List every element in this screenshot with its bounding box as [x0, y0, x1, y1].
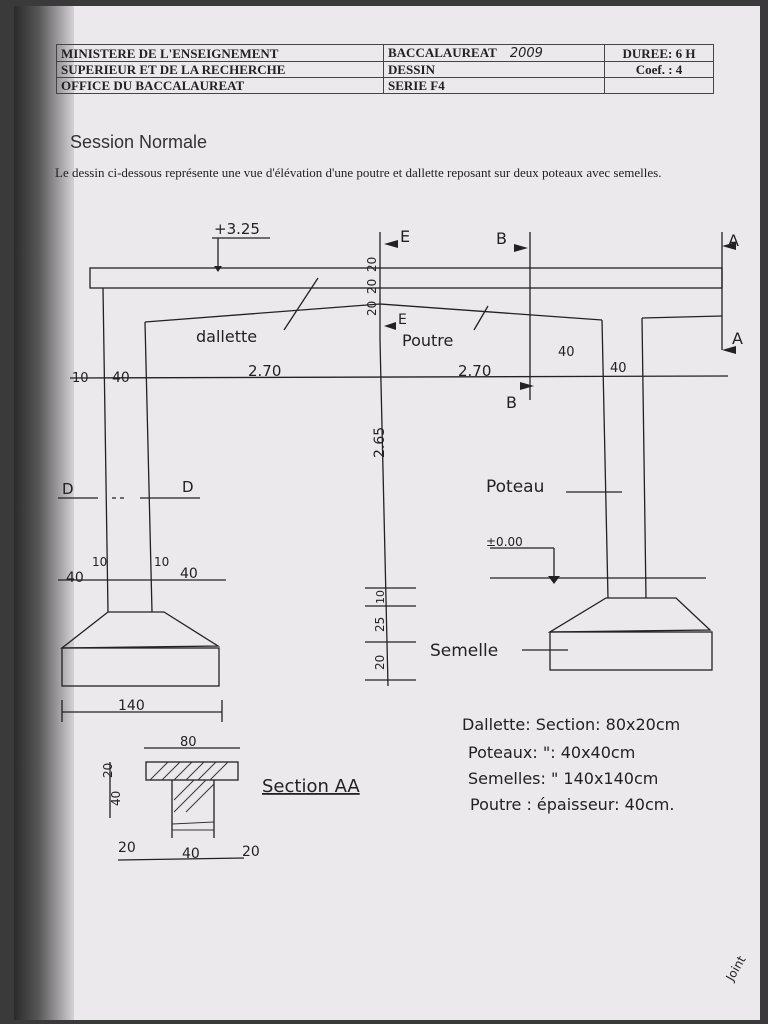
dim-line-section-width: [117, 857, 245, 861]
spec-poteaux: Poteaux: ": 40x40cm: [468, 743, 635, 762]
cut-e-top: E: [400, 227, 410, 246]
dim-20-right: 20: [242, 844, 260, 860]
dim-line-span: [69, 375, 729, 379]
ministry-line-1: MINISTERE DE L'ENSEIGNEMENT: [56, 44, 384, 62]
dim-span-left: 2.70: [248, 362, 281, 380]
dim-20-left: 20: [118, 840, 136, 856]
duration: DUREE: 6 H: [604, 44, 714, 62]
cut-b-top: B: [496, 229, 507, 248]
slab-outline: [89, 267, 723, 289]
left-column-edge: [144, 321, 153, 613]
exam-name: BACCALAUREAT: [388, 45, 497, 60]
dim-40-a: 40: [66, 570, 84, 586]
dim-left-10: 10: [72, 371, 89, 386]
session-title: Session Normale: [70, 132, 208, 152]
right-column-edge: [641, 317, 647, 599]
level-top-label: +3.25: [214, 220, 260, 238]
section-aa-slab: [145, 761, 239, 781]
left-footing-top: [60, 611, 221, 649]
signature: Joint: [723, 953, 749, 984]
leader-poutre: [473, 305, 489, 331]
header-table: MINISTERE DE L'ENSEIGNEMENT BACCALAUREAT…: [56, 44, 714, 94]
dim-span-right: 2.70: [458, 362, 491, 380]
right-beam-edge: [641, 315, 723, 319]
dim-80: 80: [180, 735, 197, 750]
coefficient: Coef. : 4: [604, 61, 714, 78]
dim-section-40: 40: [109, 791, 123, 806]
dim-slab-20-c: 20: [365, 301, 379, 316]
dim-40-b: 40: [180, 566, 198, 582]
office: OFFICE DU BACCALAUREAT: [56, 77, 384, 94]
poteau-label: Poteau: [486, 477, 544, 497]
left-footing-base: [61, 647, 220, 687]
left-column-edge: [102, 287, 109, 613]
dim-25-center: 25: [373, 617, 387, 632]
right-footing-base: [549, 631, 713, 671]
center-axis: [379, 339, 389, 687]
section-aa-web: [171, 780, 215, 838]
dim-right-40: 40: [610, 361, 627, 376]
dim-right-40-top: 40: [558, 345, 575, 360]
dim-10-b: 10: [154, 555, 169, 569]
dim-10-center: 10: [374, 590, 387, 604]
dim-40-web: 40: [182, 846, 200, 862]
section-aa-hatch: [149, 761, 229, 831]
cut-e-bottom: E: [398, 312, 407, 328]
dim-20-center: 20: [373, 655, 387, 670]
empty-cell: [604, 77, 714, 94]
dim-left-40: 40: [112, 370, 130, 386]
cut-d-left: D: [62, 480, 74, 498]
spec-dallette: Dallette: Section: 80x20cm: [462, 715, 680, 734]
exam-year: 2009: [509, 46, 543, 61]
intro-text: Le dessin ci-dessous représente une vue …: [55, 165, 662, 180]
cut-d-right: D: [182, 478, 194, 496]
section-aa-title: Section AA: [262, 776, 360, 797]
semelle-label: Semelle: [430, 641, 498, 661]
leader-dallette: [283, 277, 319, 331]
dim-slab-20-b: 20: [365, 279, 379, 294]
right-column-edge: [601, 319, 609, 599]
paper-sheet: [14, 6, 760, 1020]
dim-slab-20-a: 20: [365, 257, 379, 272]
cut-b-bottom: B: [506, 393, 517, 412]
dim-height-265: 2.65: [372, 427, 388, 458]
right-footing-top: [547, 597, 712, 633]
cut-a-bottom: A: [732, 329, 743, 348]
spec-poutre: Poutre : épaisseur: 40cm.: [470, 795, 674, 814]
spec-semelles: Semelles: " 140x140cm: [468, 769, 658, 788]
ministry-line-2: SUPERIEUR ET DE LA RECHERCHE: [56, 61, 384, 78]
dallette-label: dallette: [196, 327, 257, 346]
dim-section-20: 20: [101, 763, 115, 778]
cut-a-top: A: [728, 231, 739, 250]
level-zero-label: ±0.00: [486, 535, 523, 549]
poutre-label: Poutre: [402, 331, 453, 350]
scan-shadow: [14, 6, 74, 1020]
dim-10-a: 10: [92, 555, 107, 569]
dim-140: 140: [118, 698, 145, 714]
arrow-heads: [214, 240, 736, 584]
